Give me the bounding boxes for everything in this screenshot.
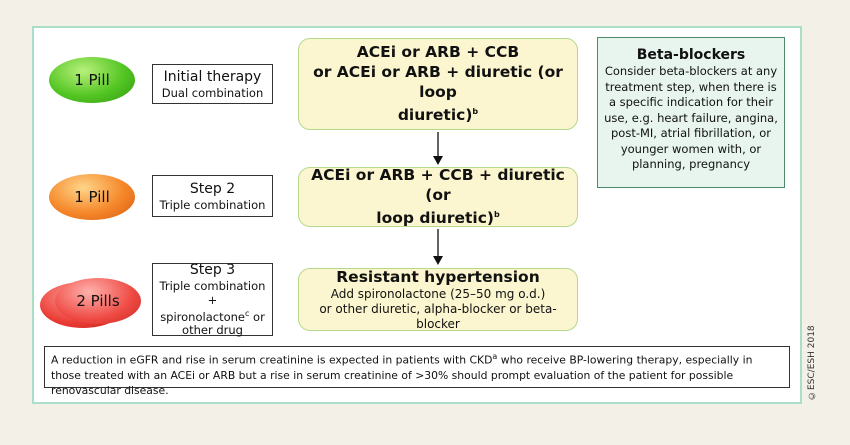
step-subtitle-line2: spironolactonec or xyxy=(160,308,265,324)
creatinine-note: A reduction in eGFR and rise in serum cr… xyxy=(44,346,790,397)
step-subtitle: Triple combination xyxy=(159,197,266,212)
step-title: Step 3 xyxy=(189,261,236,278)
beta-blockers-box: Beta-blockers Consider beta-blockers at … xyxy=(597,37,785,188)
step-subtitle-line3: other drug xyxy=(182,323,243,338)
pill-label: 2 Pills xyxy=(76,292,120,310)
beta-blockers-text: Consider beta-blockers at any treatment … xyxy=(604,64,778,171)
treatment-line: ACEi or ARB + CCB + diuretic (or xyxy=(311,166,565,205)
step-box-initial: Initial therapy Dual combination xyxy=(152,64,273,104)
treatment-line: loop diuretic)b xyxy=(376,209,500,228)
step-box-2: Step 2 Triple combination xyxy=(152,175,273,217)
treatment-title: Resistant hypertension xyxy=(336,268,540,286)
treatment-line: or other diuretic, alpha-blocker or beta… xyxy=(319,302,557,331)
pill-label: 1 Pill xyxy=(74,188,110,206)
beta-blockers-title: Beta-blockers xyxy=(636,47,746,63)
copyright: ©ESC/ESH 2018 xyxy=(807,325,817,400)
pill-one-green: 1 Pill xyxy=(49,57,135,103)
treatment-line: or ACEi or ARB + diuretic (or loop xyxy=(313,63,563,102)
step-title: Initial therapy xyxy=(163,68,262,85)
treatment-line: diuretic)b xyxy=(397,106,479,125)
treatment-box-step2: ACEi or ARB + CCB + diuretic (or loop di… xyxy=(298,166,578,228)
down-arrow-icon xyxy=(433,132,443,165)
step-title: Step 2 xyxy=(189,180,236,197)
step-subtitle: Dual combination xyxy=(161,85,264,100)
pill-one-orange: 1 Pill xyxy=(49,174,135,220)
down-arrow-icon xyxy=(433,229,443,265)
treatment-box-resistant: Resistant hypertension Add spironolacton… xyxy=(298,268,578,331)
pill-label: 1 Pill xyxy=(74,71,110,89)
pill-two-red-front: 2 Pills xyxy=(55,278,141,324)
treatment-line: ACEi or ARB + CCB xyxy=(356,43,520,62)
step-subtitle-line1: Triple combination + xyxy=(159,278,266,307)
treatment-box-initial: ACEi or ARB + CCB or ACEi or ARB + diure… xyxy=(298,38,578,130)
step-box-3: Step 3 Triple combination + spironolacto… xyxy=(152,261,273,338)
treatment-line: Add spironolactone (25–50 mg o.d.) xyxy=(330,287,546,301)
